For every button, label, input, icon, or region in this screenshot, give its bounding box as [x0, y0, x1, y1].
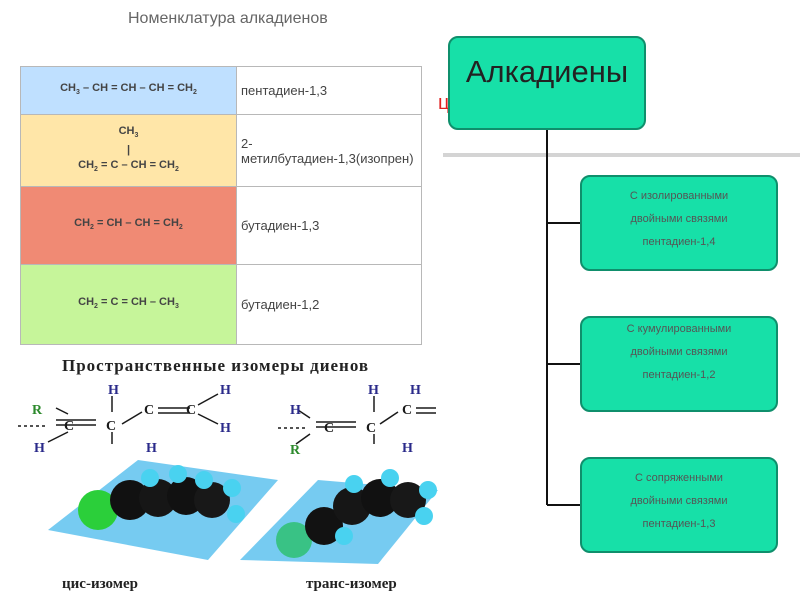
table-row: CH2 = CH – CH = CH2 бутадиен-1,3: [20, 186, 422, 265]
atom-label: C: [106, 419, 116, 434]
cumulated-bonds-node: С кумулированными двойными связями пента…: [580, 316, 778, 412]
isomers-illustration: R H C C H H C C H H H R C C H H C H: [18, 350, 438, 600]
node-line: двойными связями: [630, 495, 728, 507]
cis-isomer-label: цис-изомер: [62, 576, 138, 592]
atom-label: H: [290, 403, 301, 418]
nomenclature-table: CH3 – CH = CH – CH = CH2 пентадиен-1,3 C…: [20, 66, 422, 345]
isomers-title: Пространственные изомеры диенов: [62, 356, 370, 375]
atom-label: H: [220, 383, 231, 398]
conjugated-bonds-node: С сопряженными двойными связями пентадие…: [580, 457, 778, 553]
node-line: С изолированными: [629, 190, 729, 202]
atom-label: H: [34, 441, 45, 456]
cis-molecule-model: [78, 465, 245, 530]
formula-butadiene-1-3: CH2 = CH – CH = CH2: [74, 216, 183, 232]
trans-molecule-model: [276, 469, 437, 558]
atom-label: C: [366, 421, 376, 436]
node-line: двойными связями: [630, 346, 728, 358]
node-line: пентадиен-1,2: [642, 369, 716, 381]
alkadienes-root-node: Алкадиены: [448, 36, 646, 130]
isolated-bonds-node: С изолированными двойными связями пентад…: [580, 175, 778, 271]
atom-label: H: [402, 441, 413, 456]
node-line: пентадиен-1,4: [642, 236, 716, 248]
atom-label: H: [410, 383, 421, 398]
formula-cell: CH2 = CH – CH = CH2: [20, 186, 237, 265]
node-line: С кумулированными: [626, 323, 732, 335]
atom-label: C: [144, 403, 154, 418]
table-row: CH2 = C = CH – CH3 бутадиен-1,2: [20, 264, 422, 345]
formula-isoprene: CH3|CH2 = C – CH = CH2: [78, 124, 179, 174]
atom-label: R: [290, 443, 301, 458]
formula-cell: CH2 = C = CH – CH3: [20, 264, 237, 345]
divider-bar: [443, 153, 800, 157]
atom-label: H: [108, 383, 119, 398]
atom-label: C: [186, 403, 196, 418]
node-line: пентадиен-1,3: [642, 518, 716, 530]
trans-isomer-label: транс-изомер: [306, 576, 397, 592]
atom-label: C: [402, 403, 412, 418]
name-cell: бутадиен-1,3: [236, 186, 422, 265]
node-line: С сопряженными: [635, 472, 723, 484]
formula-pentadiene-1-3: CH3 – CH = CH – CH = CH2: [60, 81, 197, 97]
atom-label: H: [220, 421, 231, 436]
atom-label: C: [324, 421, 334, 436]
formula-butadiene-1-2: CH2 = C = CH – CH3: [78, 295, 179, 311]
structure-bonds: [18, 393, 436, 445]
background-text-fragment: ц: [438, 92, 450, 114]
nomenclature-title: Номенклатура алкадиенов: [128, 10, 328, 27]
atom-label: C: [64, 419, 74, 434]
atom-label: H: [368, 383, 379, 398]
name-cell: бутадиен-1,2: [236, 264, 422, 345]
atom-label: R: [32, 403, 43, 418]
node-line: двойными связями: [630, 213, 728, 225]
atom-label: H: [146, 441, 157, 456]
